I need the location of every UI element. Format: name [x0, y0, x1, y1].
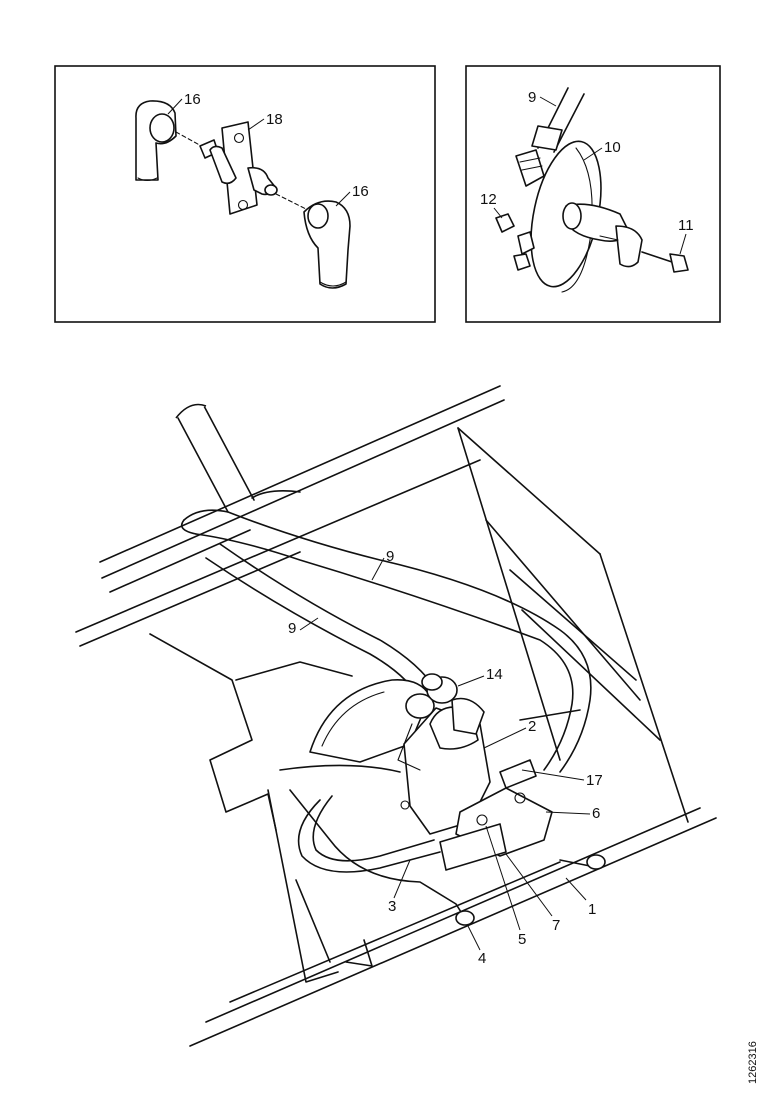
- elbow-connector-16-left: [135, 100, 177, 182]
- inset-left: 16 18 16: [54, 65, 436, 323]
- inset-left-frame: [54, 65, 436, 323]
- frame-rails: [75, 385, 717, 1047]
- callout-7: 7: [552, 917, 560, 934]
- callout-4: 4: [478, 950, 486, 967]
- bulkhead-fitting-18: [199, 121, 278, 215]
- valve-body: [562, 202, 643, 268]
- hose-9-inset: [531, 87, 585, 153]
- callout-9-inset: 9: [528, 89, 536, 106]
- inset-right: 9 10 12 11: [465, 65, 721, 323]
- callout-3: 3: [388, 898, 396, 915]
- document-id: 1262316: [747, 1041, 759, 1084]
- inset-right-frame: [465, 65, 721, 323]
- callout-2: 2: [528, 718, 536, 735]
- elbow-connector-16-right: [303, 200, 351, 289]
- mounting-hole-4: [455, 910, 475, 926]
- callout-9-main-lower: 9: [288, 620, 296, 637]
- callout-12: 12: [480, 191, 497, 208]
- vertical-pipe: [175, 403, 255, 513]
- housing-box: [457, 427, 689, 823]
- callout-17: 17: [586, 772, 603, 789]
- callout-1: 1: [588, 901, 596, 918]
- callout-6: 6: [592, 805, 600, 822]
- support-plate: [149, 633, 601, 983]
- callout-16-top: 16: [184, 91, 201, 108]
- mounting-hole-1: [586, 854, 606, 870]
- brake-chamber-assembly: [309, 673, 491, 835]
- callout-9-main-upper: 9: [386, 548, 394, 565]
- nut-12: [495, 213, 535, 271]
- callout-5: 5: [518, 931, 526, 948]
- callout-14: 14: [486, 666, 503, 683]
- bolt-11: [641, 251, 689, 273]
- callout-16-bottom: 16: [352, 183, 369, 200]
- main-view: 9 9 14 2 17 6 1 7 5 4 3: [75, 385, 717, 1047]
- hose-9-main: [180, 490, 592, 773]
- callout-10: 10: [604, 139, 621, 156]
- callout-18: 18: [266, 111, 283, 128]
- callout-11: 11: [678, 217, 694, 234]
- lower-hose-loop: [279, 764, 467, 921]
